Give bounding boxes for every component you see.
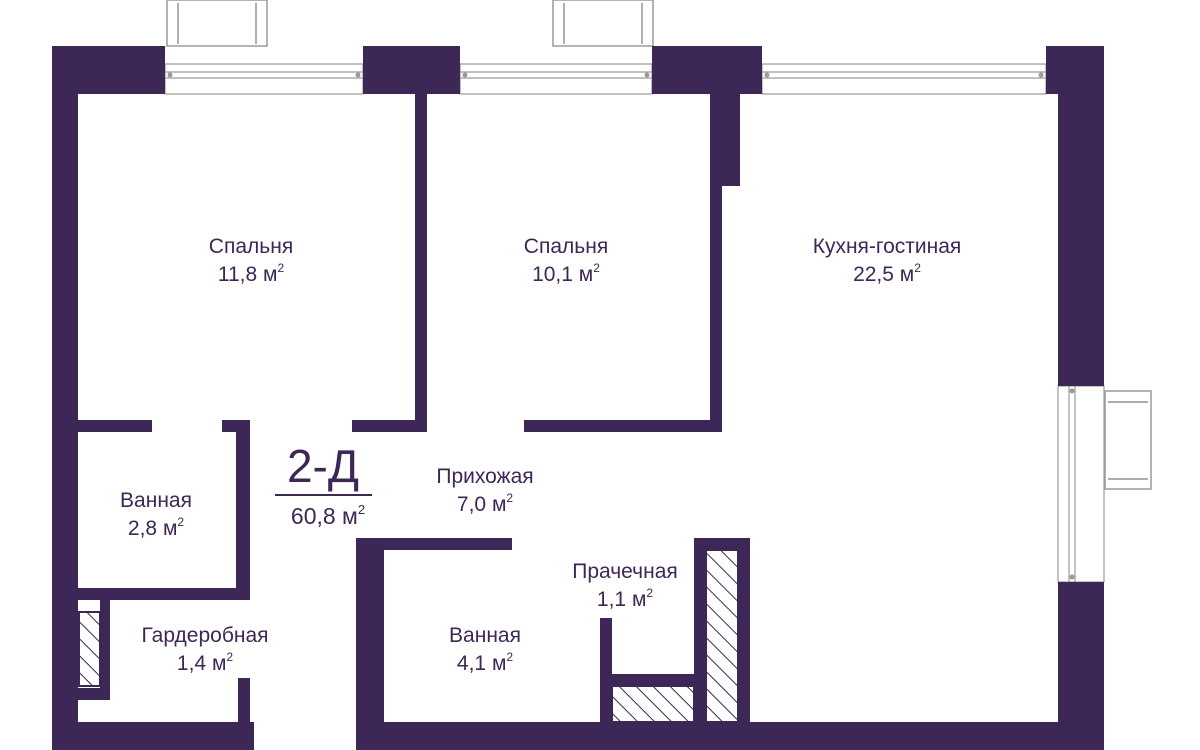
- wardrobe-hatch: [78, 611, 101, 687]
- room-area: 7,0 м2: [456, 491, 514, 516]
- laundry-hatch-horizontal: [611, 685, 695, 723]
- wall-wardrobe-right-stub: [238, 678, 250, 722]
- room-area: 4,1 м2: [456, 650, 514, 675]
- walls: [52, 46, 1104, 750]
- wall-right-exterior-upper: [1058, 46, 1104, 386]
- room-name: Ванная: [120, 489, 192, 512]
- wall-wardrobe-left: [100, 600, 110, 700]
- room-name: Прихожая: [436, 465, 534, 488]
- room-label-hallway: Прихожая 7,0 м2: [436, 463, 533, 519]
- apartment-code-underline: [275, 494, 372, 496]
- wall-bottom-left: [52, 722, 254, 750]
- room-area: 11,8 м2: [217, 261, 285, 286]
- wall-laundry-top: [694, 538, 750, 550]
- wall-bedroom2-bottom: [524, 420, 722, 432]
- wall-bedrooms-divider: [415, 94, 427, 424]
- laundry-hatch-vertical: [705, 549, 739, 723]
- window-frame-bedroom-1: [166, 0, 268, 47]
- room-label-bedroom-2: Спальня 10,1 м2: [524, 233, 608, 289]
- wall-bathroom2-top: [356, 538, 512, 550]
- wall-laundry-left: [600, 618, 612, 722]
- wall-bathroom-bottom: [78, 588, 250, 600]
- apartment-total-area: 60,8 м2: [290, 502, 366, 529]
- wall-wardrobe-bottom: [78, 688, 110, 700]
- wall-laundry-shelf: [600, 674, 706, 686]
- room-name: Кухня-гостиная: [812, 235, 962, 258]
- wall-top-center-right: [652, 46, 762, 94]
- room-label-wardrobe: Гардеробная 1,4 м2: [141, 622, 268, 678]
- wall-kitchen-column: [710, 94, 740, 186]
- wall-bedroom1-bottom-left: [78, 420, 152, 432]
- apartment-code: 2-Д: [286, 440, 360, 492]
- window-frame-kitchen-side: [1104, 390, 1152, 490]
- wall-laundry-right: [694, 538, 706, 722]
- wall-bedroom1-bottom-right: [352, 420, 427, 432]
- room-area: 22,5 м2: [853, 261, 921, 286]
- room-area: 1,1 м2: [596, 586, 654, 611]
- window-frame-bedroom-2: [552, 0, 654, 47]
- wall-bathroom2-left: [356, 538, 384, 750]
- window-frames: [166, 0, 1152, 490]
- room-label-kitchen-living: Кухня-гостиная 22,5 м2: [813, 233, 962, 289]
- room-name: Спальня: [523, 235, 609, 258]
- room-name: Спальня: [208, 235, 294, 258]
- room-area: 10,1 м2: [532, 261, 600, 286]
- wall-left-exterior: [52, 46, 78, 750]
- wall-bottom-right: [356, 722, 1104, 750]
- room-name: Прачечная: [572, 560, 678, 583]
- room-name: Ванная: [449, 624, 521, 647]
- room-area: 2,8 м2: [127, 515, 185, 540]
- room-label-bathroom-large: Ванная 4,1 м2: [449, 622, 521, 678]
- room-area: 1,4 м2: [176, 650, 234, 675]
- room-name: Гардеробная: [141, 624, 269, 647]
- wall-top-center-left: [363, 46, 460, 94]
- hatched-fixtures: [78, 549, 739, 723]
- room-label-bedroom-1: Спальня 11,8 м2: [209, 233, 293, 289]
- room-label-bathroom-small: Ванная 2,8 м2: [120, 487, 192, 543]
- wall-bathroom-right: [236, 420, 250, 600]
- wall-laundry-outer: [738, 538, 750, 722]
- room-label-laundry: Прачечная 1,1 м2: [572, 558, 678, 614]
- window-glazing: [164, 63, 1105, 583]
